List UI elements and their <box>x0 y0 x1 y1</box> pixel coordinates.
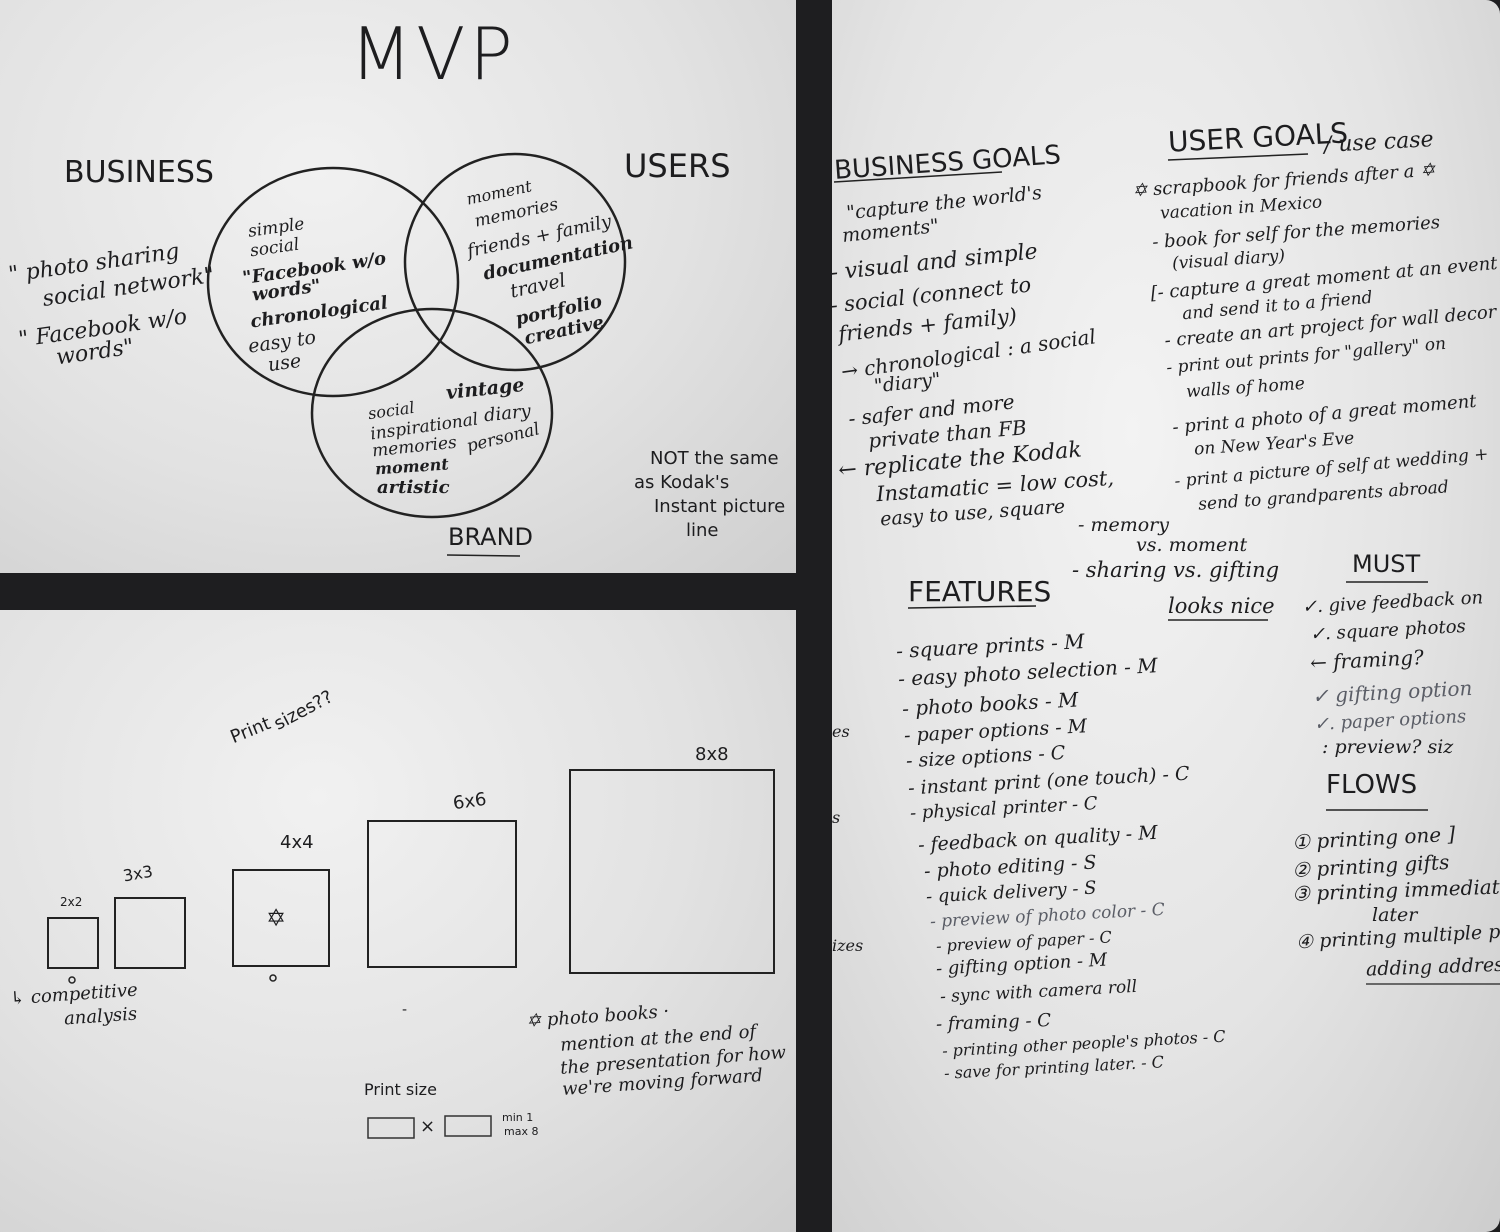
min-max-label: max 8 <box>504 1126 538 1137</box>
mvp-title: MVP <box>350 18 517 90</box>
flow-item: adding address <box>1366 955 1500 979</box>
square-6x6 <box>368 821 516 967</box>
size-box-height <box>445 1116 491 1136</box>
size-label: 4x4 <box>280 834 314 852</box>
size-label: 2x2 <box>60 896 82 908</box>
dash-mark: - <box>402 1003 407 1017</box>
venn-word: use <box>267 352 303 375</box>
middle-note: - memory <box>1078 516 1169 535</box>
star-icon: ✡ <box>266 906 286 930</box>
times-sign: × <box>420 1118 435 1136</box>
goals-features-whiteboard-photo: BUSINESS GOALS USER GOALS / use case "ca… <box>832 0 1500 1232</box>
min-max-label: min 1 <box>502 1112 533 1123</box>
cropped-fragment: es <box>832 724 850 740</box>
print-size-squares <box>0 610 796 1232</box>
cropped-fragment: izes <box>832 938 863 954</box>
cropped-fragment: s <box>832 810 840 826</box>
competitive-analysis-note: analysis <box>63 1005 137 1028</box>
size-label: 8x8 <box>695 746 729 764</box>
dot-marker <box>69 977 75 983</box>
square-2x2 <box>48 918 98 968</box>
square-3x3 <box>115 898 185 968</box>
print-size-label: Print size <box>364 1082 437 1098</box>
features-heading: FEATURES <box>908 578 1051 606</box>
size-box-width <box>368 1118 414 1138</box>
print-sizes-whiteboard-photo: Print sizes?? 2x2 3x3 4x4 6x6 8x8 ✡ - ↳ … <box>0 610 796 1232</box>
note-line: line <box>686 522 718 540</box>
note-line: as Kodak's <box>634 474 729 492</box>
users-label: USERS <box>624 150 731 182</box>
middle-note: looks nice <box>1168 596 1275 617</box>
note-line: Instant picture <box>654 498 785 516</box>
must-heading: MUST <box>1352 552 1420 576</box>
middle-note: vs. moment <box>1136 536 1247 555</box>
feature-item: - framing - C <box>936 1012 1052 1034</box>
mvp-whiteboard-photo: MVP BUSINESS USERS BRAND " photo sharing… <box>0 0 796 573</box>
square-8x8 <box>570 770 774 973</box>
must-item: : preview? siz <box>1322 738 1453 757</box>
flows-heading: FLOWS <box>1326 772 1417 798</box>
note-line: NOT the same <box>650 450 779 468</box>
use-case-label: / use case <box>1323 129 1434 157</box>
flow-item: later <box>1372 906 1417 925</box>
middle-note: - sharing vs. gifting <box>1072 560 1279 581</box>
dot-marker <box>270 975 276 981</box>
size-label: 6x6 <box>452 791 488 813</box>
venn-word: artistic <box>377 479 450 497</box>
must-item: ← framing? <box>1310 647 1425 673</box>
business-label: BUSINESS <box>64 158 214 188</box>
brand-label: BRAND <box>448 525 533 549</box>
brand-underline <box>447 555 520 556</box>
